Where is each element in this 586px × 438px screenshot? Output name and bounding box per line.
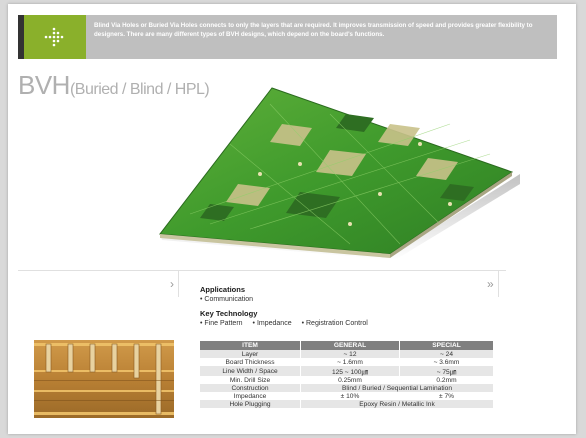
table-cell: Construction bbox=[200, 384, 301, 392]
table-row: Min. Drill Size 0.25mm 0.2mm bbox=[200, 376, 494, 384]
key-technology-item: Impedance bbox=[253, 320, 292, 327]
column-header: SPECIAL bbox=[399, 341, 494, 350]
table-row: Hole Plugging Epoxy Resin / Metallic Ink bbox=[200, 400, 494, 408]
nav-divider bbox=[498, 271, 499, 297]
table-row: Impedance ± 10% ± 7% bbox=[200, 392, 494, 400]
table-cell: 125 ~ 100㎛ bbox=[300, 366, 400, 376]
intro-banner: Blind Via Holes or Buried Via Holes conn… bbox=[18, 15, 557, 59]
spec-table: ITEM GENERAL SPECIAL Layer ~ 12 ~ 24 Boa… bbox=[200, 341, 494, 408]
applications-list: Communication bbox=[200, 296, 253, 303]
table-cell: Hole Plugging bbox=[200, 400, 301, 408]
key-technology-list: Fine Pattern Impedance Registration Cont… bbox=[200, 320, 368, 327]
table-row: Board Thickness ~ 1.6mm ~ 3.6mm bbox=[200, 358, 494, 366]
table-row: Construction Blind / Buried / Sequential… bbox=[200, 384, 494, 392]
application-item: Communication bbox=[200, 296, 253, 303]
table-cell: Min. Drill Size bbox=[200, 376, 301, 384]
table-cell: Line Width / Space bbox=[200, 366, 301, 376]
table-row: Line Width / Space 125 ~ 100㎛ ~ 75㎛ bbox=[200, 366, 494, 376]
table-cell: ± 10% bbox=[300, 392, 400, 400]
table-cell: Impedance bbox=[200, 392, 301, 400]
table-cell: ~ 3.6mm bbox=[399, 358, 494, 366]
table-header-row: ITEM GENERAL SPECIAL bbox=[200, 341, 494, 350]
table-cell: 0.25mm bbox=[300, 376, 400, 384]
key-technology-heading: Key Technology bbox=[200, 309, 258, 318]
section-divider bbox=[18, 270, 506, 271]
table-cell: Layer bbox=[200, 350, 301, 358]
table-cell: ~ 24 bbox=[399, 350, 494, 358]
applications-heading: Applications bbox=[200, 285, 246, 294]
key-technology-item: Fine Pattern bbox=[200, 320, 242, 327]
table-cell-merged: Blind / Buried / Sequential Lamination bbox=[300, 384, 494, 392]
cross-section-photo bbox=[34, 340, 174, 423]
title-sub: (Buried / Blind / HPL) bbox=[69, 81, 210, 98]
key-technology-item: Registration Control bbox=[302, 320, 368, 327]
banner-dark-strip bbox=[18, 15, 24, 59]
column-header: ITEM bbox=[200, 341, 301, 350]
table-cell: Board Thickness bbox=[200, 358, 301, 366]
double-chevron-right-icon[interactable]: » bbox=[487, 277, 494, 291]
banner-text: Blind Via Holes or Buried Via Holes conn… bbox=[94, 22, 533, 38]
pcb-board-image bbox=[150, 84, 520, 265]
table-cell: ~ 1.6mm bbox=[300, 358, 400, 366]
table-cell: ~ 75㎛ bbox=[399, 366, 494, 376]
dotted-arrow-icon bbox=[44, 27, 64, 47]
column-header: GENERAL bbox=[300, 341, 400, 350]
table-cell: 0.2mm bbox=[399, 376, 494, 384]
table-row: Layer ~ 12 ~ 24 bbox=[200, 350, 494, 358]
title-main: BVH bbox=[18, 70, 70, 100]
banner-accent-block bbox=[24, 15, 86, 59]
table-cell-merged: Epoxy Resin / Metallic Ink bbox=[300, 400, 494, 408]
page-title: BVH(Buried / Blind / HPL) bbox=[18, 70, 210, 101]
table-cell: ± 7% bbox=[399, 392, 494, 400]
chevron-right-icon[interactable]: › bbox=[170, 277, 174, 291]
table-cell: ~ 12 bbox=[300, 350, 400, 358]
image-nav-box bbox=[18, 271, 179, 297]
